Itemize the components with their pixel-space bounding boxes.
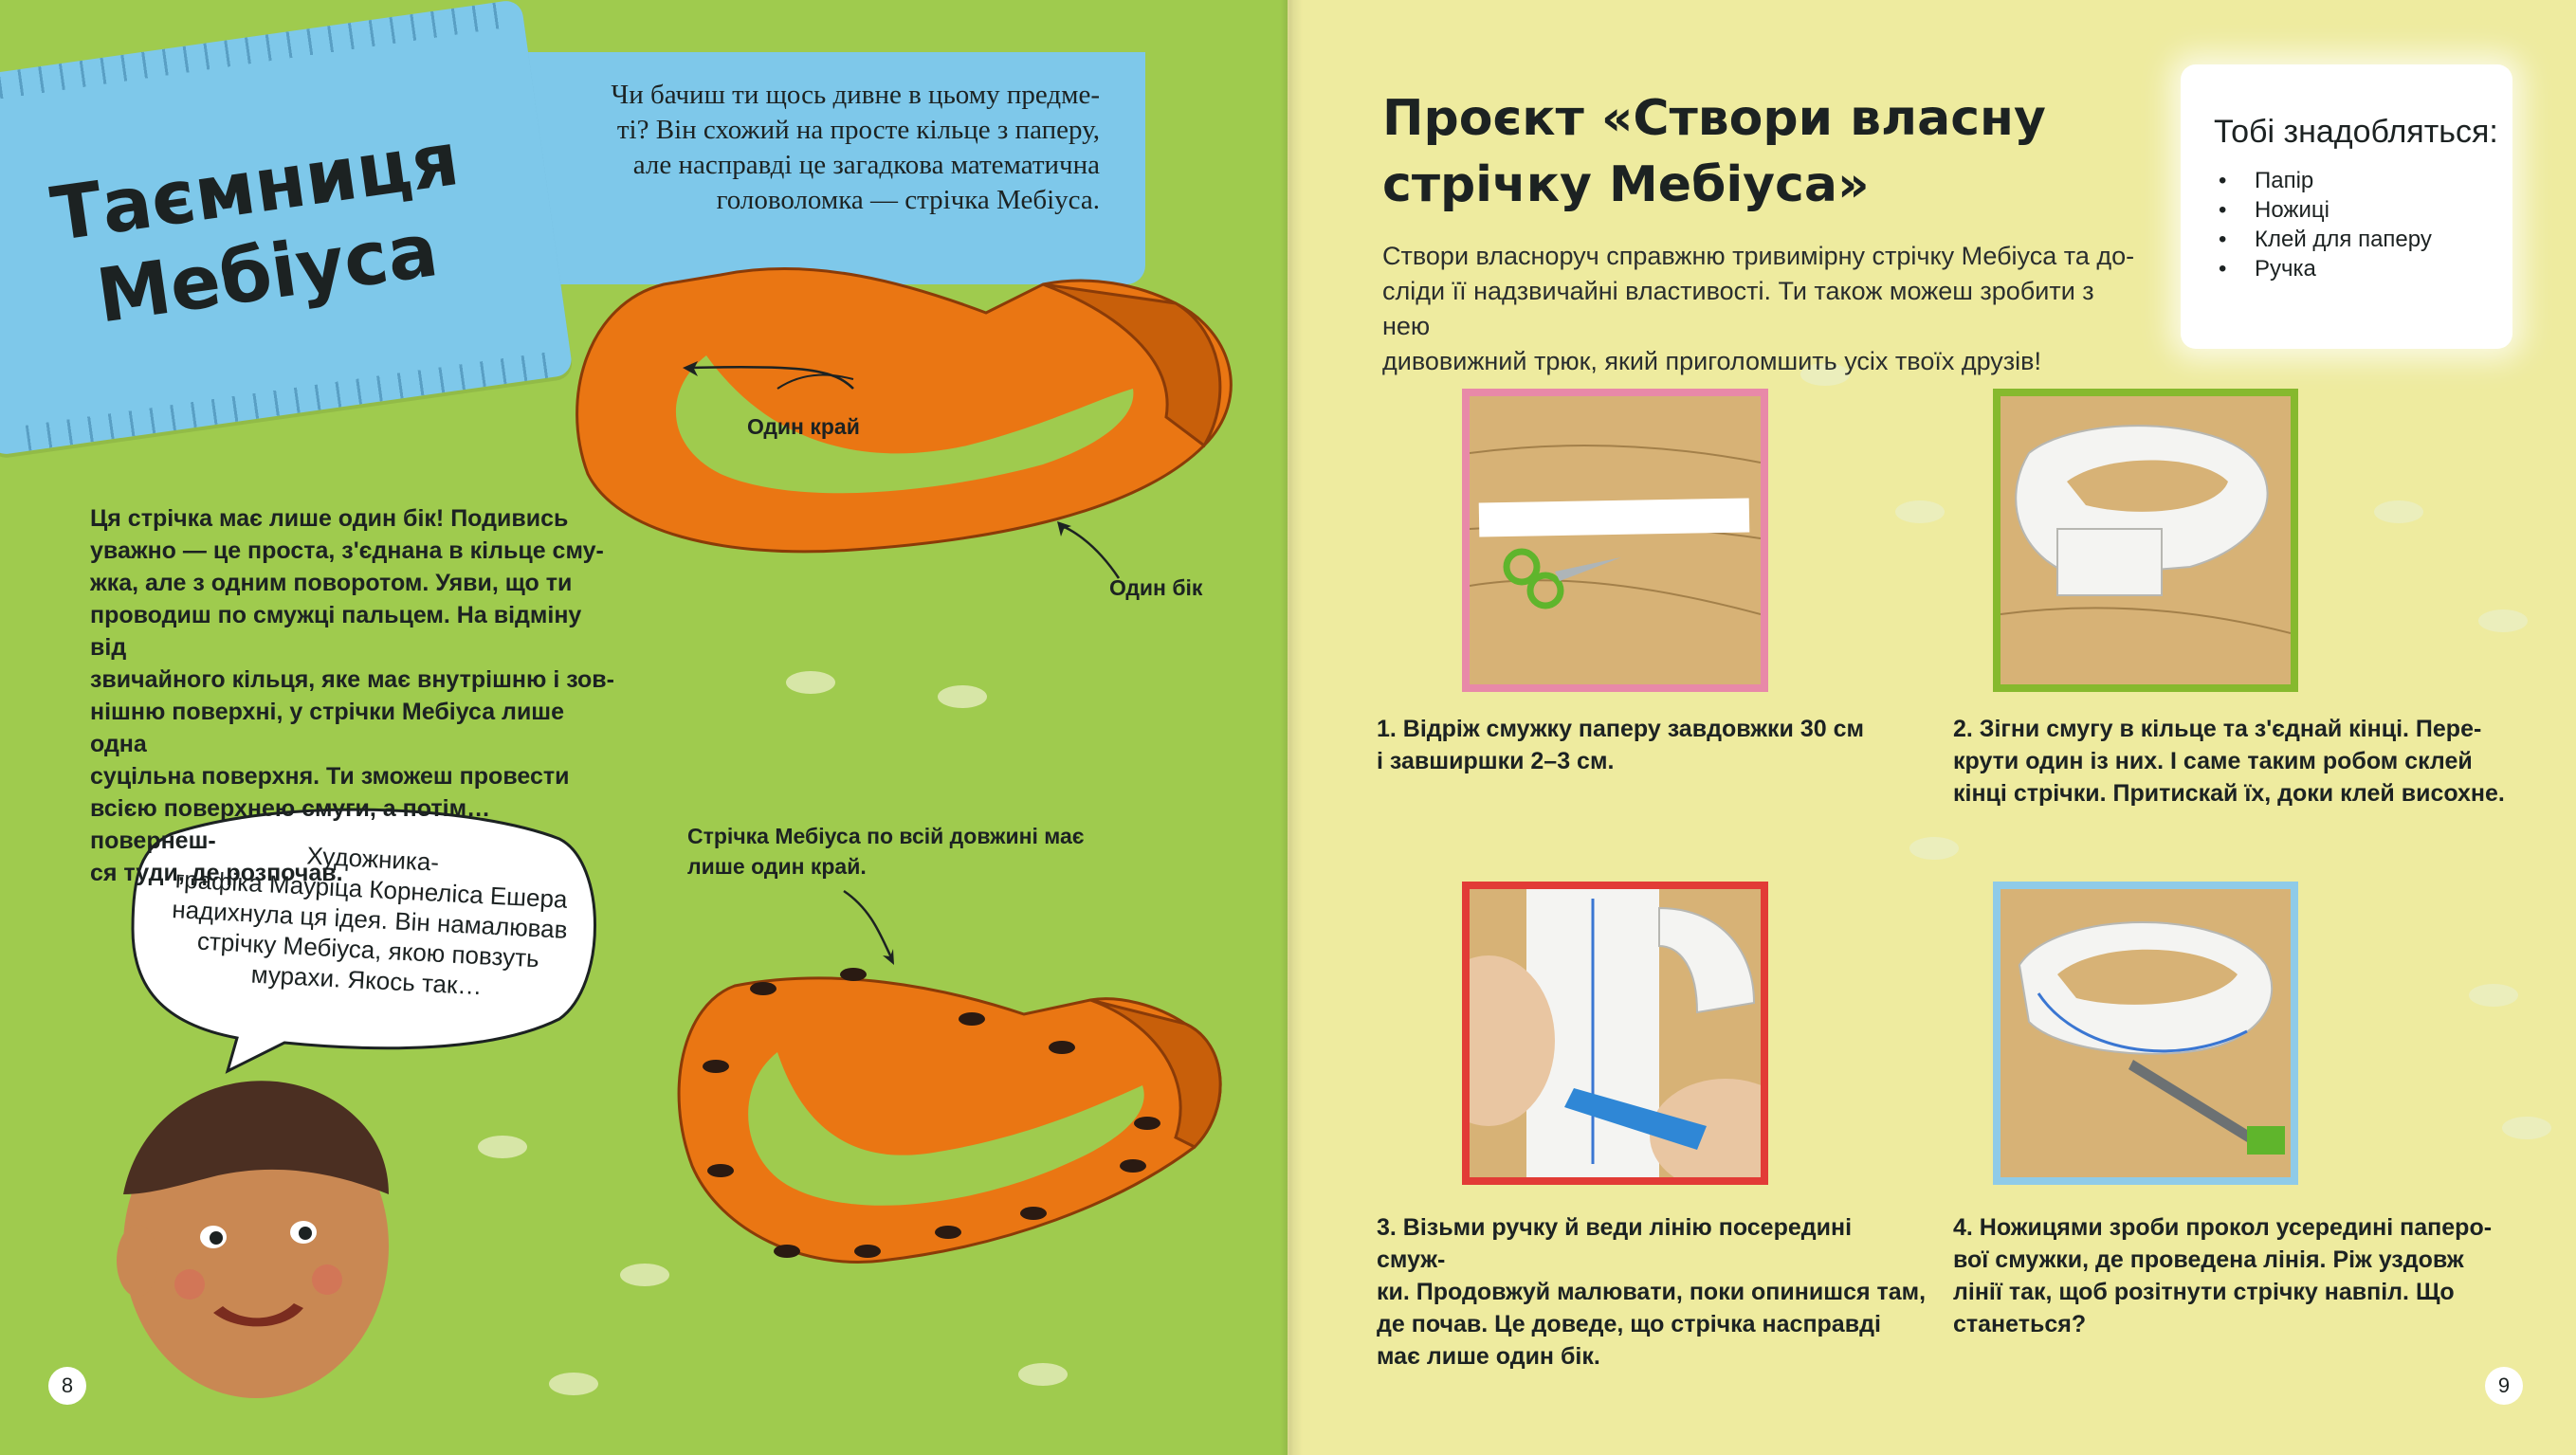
page-number-left: 8 — [48, 1367, 86, 1405]
bubble-text: Художника- графіка Мауріца Корнеліса Еше… — [171, 841, 569, 1001]
materials-title: Тобі знадобляться: — [2214, 114, 2498, 150]
materials-item: Ножиці — [2219, 195, 2432, 225]
paper-scissors-drawing — [1470, 445, 1761, 615]
step-2-image — [1993, 389, 2298, 692]
intro-text: Чи бачиш ти щось дивне в цьому предме- т… — [611, 80, 1100, 215]
step-1-image — [1462, 389, 1768, 692]
project-intro: Створи власноруч справжню тривимірну стр… — [1382, 242, 2135, 375]
ant-caption: Стрічка Мебіуса по всій довжині має лише… — [687, 824, 1085, 879]
drawing-line-drawing — [1470, 889, 1761, 1177]
step-1-text: 1. Відріж смужку паперу завдовжки 30 см … — [1377, 716, 1864, 774]
materials-item: Клей для паперу — [2219, 225, 2432, 254]
step-3-image — [1462, 882, 1768, 1185]
page-number-right: 9 — [2485, 1367, 2523, 1405]
wood-background — [1470, 396, 1761, 684]
body-text: Ця стрічка має лише один бік! Подивись у… — [90, 505, 614, 886]
step-4-image — [1993, 882, 2298, 1185]
step-4-text: 4. Ножицями зроби прокол усередині папер… — [1953, 1214, 2493, 1337]
project-title: Проєкт «Створи власну стрічку Мебіуса» — [1382, 90, 2046, 213]
step-2-text: 2. Зігни смугу в кільце та з'єднай кінці… — [1953, 716, 2505, 807]
intro-panel — [512, 52, 1145, 284]
paper-ring-drawing — [2001, 425, 2291, 634]
cutting-strip-drawing — [2018, 921, 2285, 1155]
materials-item: Ручка — [2219, 254, 2432, 283]
materials-list: Папір Ножиці Клей для паперу Ручка — [2219, 166, 2432, 283]
edge-label: Один край — [747, 414, 860, 439]
materials-item: Папір — [2219, 166, 2432, 195]
book-spine — [1280, 0, 1303, 1455]
step-3-text: 3. Візьми ручку й веди лінію посередині … — [1377, 1214, 1927, 1370]
side-label: Один бік — [1109, 575, 1203, 600]
